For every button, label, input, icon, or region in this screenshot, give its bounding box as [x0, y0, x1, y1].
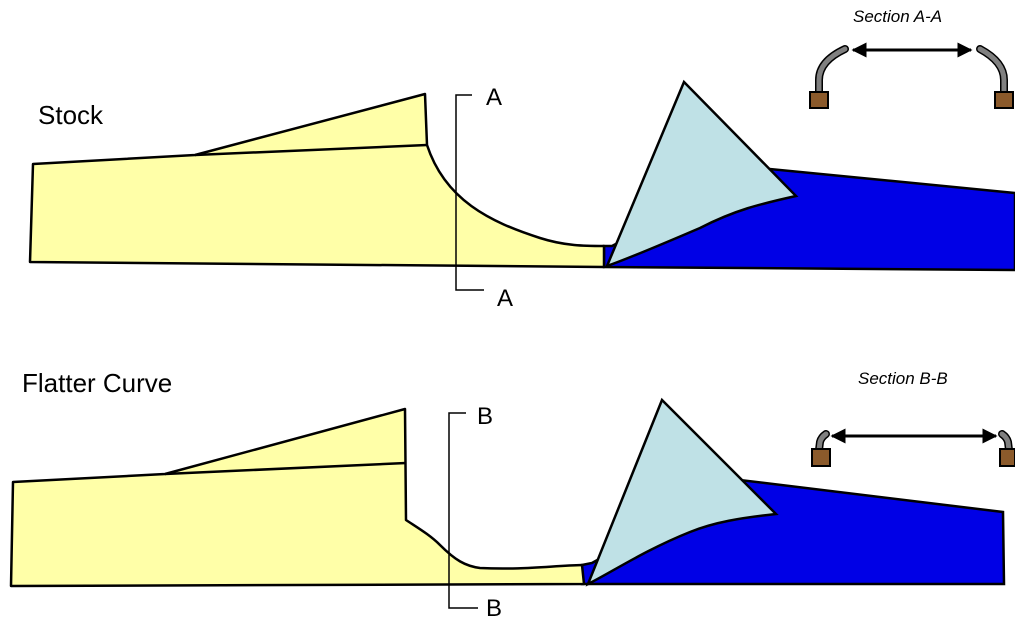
section-a-cut-label-bottom: A: [497, 285, 513, 312]
section-b-cut-label-top: B: [477, 403, 493, 430]
section-a-cut-bracket: [455, 94, 484, 291]
flatter-profile: [9, 397, 1006, 588]
stock-profile: [28, 79, 1015, 272]
section-b-left-block: [811, 448, 831, 467]
stock-blue-triangle: [604, 79, 799, 269]
stock-yellow-seam: [194, 143, 428, 157]
section-b-title: Section B-B: [858, 369, 948, 388]
section-a-inset: [809, 42, 1014, 109]
flatter-blue-triangle: [585, 397, 779, 587]
flatter-yellow-seam: [164, 461, 407, 476]
stock-title: Stock: [38, 100, 104, 130]
section-b-cut-bracket: [448, 412, 478, 609]
section-a-right-block: [994, 91, 1014, 109]
section-b-right-block: [999, 448, 1015, 467]
section-b-inset: [811, 428, 1015, 467]
stock-yellow-body: [28, 92, 606, 269]
section-a-left-block: [809, 91, 829, 109]
flatter-yellow-body: [9, 407, 586, 588]
section-a-cut-label-top: A: [486, 84, 502, 111]
section-a-title: Section A-A: [853, 7, 942, 26]
section-b-cut-label-bottom: B: [486, 595, 502, 620]
flatter-curve-title: Flatter Curve: [22, 368, 172, 398]
